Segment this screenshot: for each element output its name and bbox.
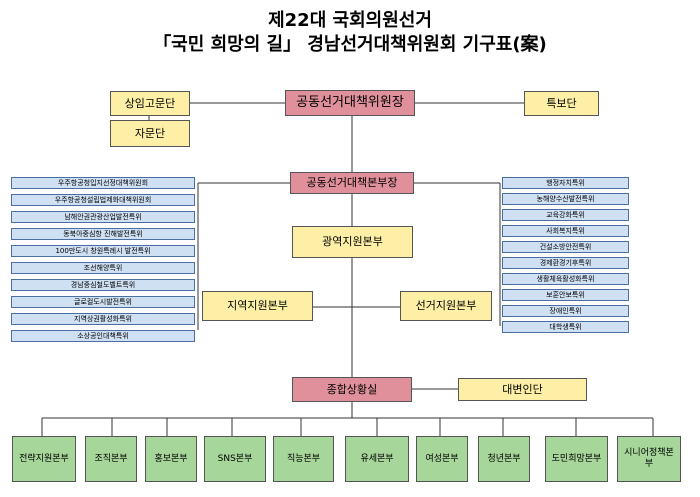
co-chair-box: 공동선거대책위원장 <box>285 90 415 116</box>
left-committee-item: 조선해양특위 <box>11 262 195 274</box>
left-committee-item: 남해안권관광산업발전특위 <box>11 211 195 223</box>
spokesperson-box: 대변인단 <box>458 378 587 401</box>
chart-subtitle: 「국민 희망의 길」 경남선거대책위원회 기구표(案) <box>153 34 547 55</box>
bottom-unit: 시니어정책본부 <box>617 436 681 482</box>
left-committee-item: 소상공인대책특위 <box>11 330 195 342</box>
left-committee-item: 글로컬도시발전특위 <box>11 296 195 308</box>
advisory-group: 상임고문단 <box>110 91 190 116</box>
bottom-unit: 조직본부 <box>85 436 137 482</box>
right-committee-item: 생활체육활성화특위 <box>502 273 629 285</box>
bottom-unit: 청년본부 <box>478 436 530 482</box>
regional-support-box: 광역지원본부 <box>292 226 413 258</box>
situation-room-box: 종합상황실 <box>292 377 412 402</box>
right-committee-item: 교육강화특위 <box>502 209 629 221</box>
bottom-unit: 도민희망본부 <box>545 436 608 482</box>
bottom-unit: 전략지원본부 <box>12 436 76 482</box>
consulting-group: 자문단 <box>110 120 190 147</box>
bottom-unit: SNS본부 <box>204 436 266 482</box>
left-committee-item: 동북아중심항 진해발전특위 <box>11 228 195 240</box>
left-committee-item: 지역상권활성화특위 <box>11 313 195 325</box>
election-support-box: 선거지원본부 <box>400 291 492 321</box>
left-committee-item: 우주항공청입지선정대책위원회 <box>11 177 195 189</box>
right-committee-item: 사회복지특위 <box>502 225 629 237</box>
chart-title: 제22대 국회의원선거 <box>268 10 432 31</box>
right-committee-item: 행정자치특위 <box>502 177 629 189</box>
left-committee-item: 우주항공청설립법제화대책위원회 <box>11 194 195 206</box>
right-committee-item: 경제환경기후특위 <box>502 257 629 269</box>
local-support-box: 지역지원본부 <box>202 291 313 321</box>
left-committee-item: 경남중심철도벨트특위 <box>11 279 195 291</box>
bottom-unit: 여성본부 <box>416 436 468 482</box>
bottom-unit: 홍보본부 <box>145 436 197 482</box>
special-envoy-group: 특보단 <box>524 91 599 116</box>
right-committee-item: 장애인특위 <box>502 305 629 317</box>
right-committee-item: 대학생특위 <box>502 321 629 333</box>
hq-head-box: 공동선거대책본부장 <box>290 172 414 194</box>
left-committee-item: 100만도시 창원특례시 발전특위 <box>11 245 195 257</box>
right-committee-item: 보훈안보특위 <box>502 289 629 301</box>
bottom-unit: 유세본부 <box>345 436 409 482</box>
right-committee-item: 농해양수산발전특위 <box>502 193 629 205</box>
right-committee-item: 건설소방안전특위 <box>502 241 629 253</box>
bottom-unit: 직능본부 <box>273 436 334 482</box>
